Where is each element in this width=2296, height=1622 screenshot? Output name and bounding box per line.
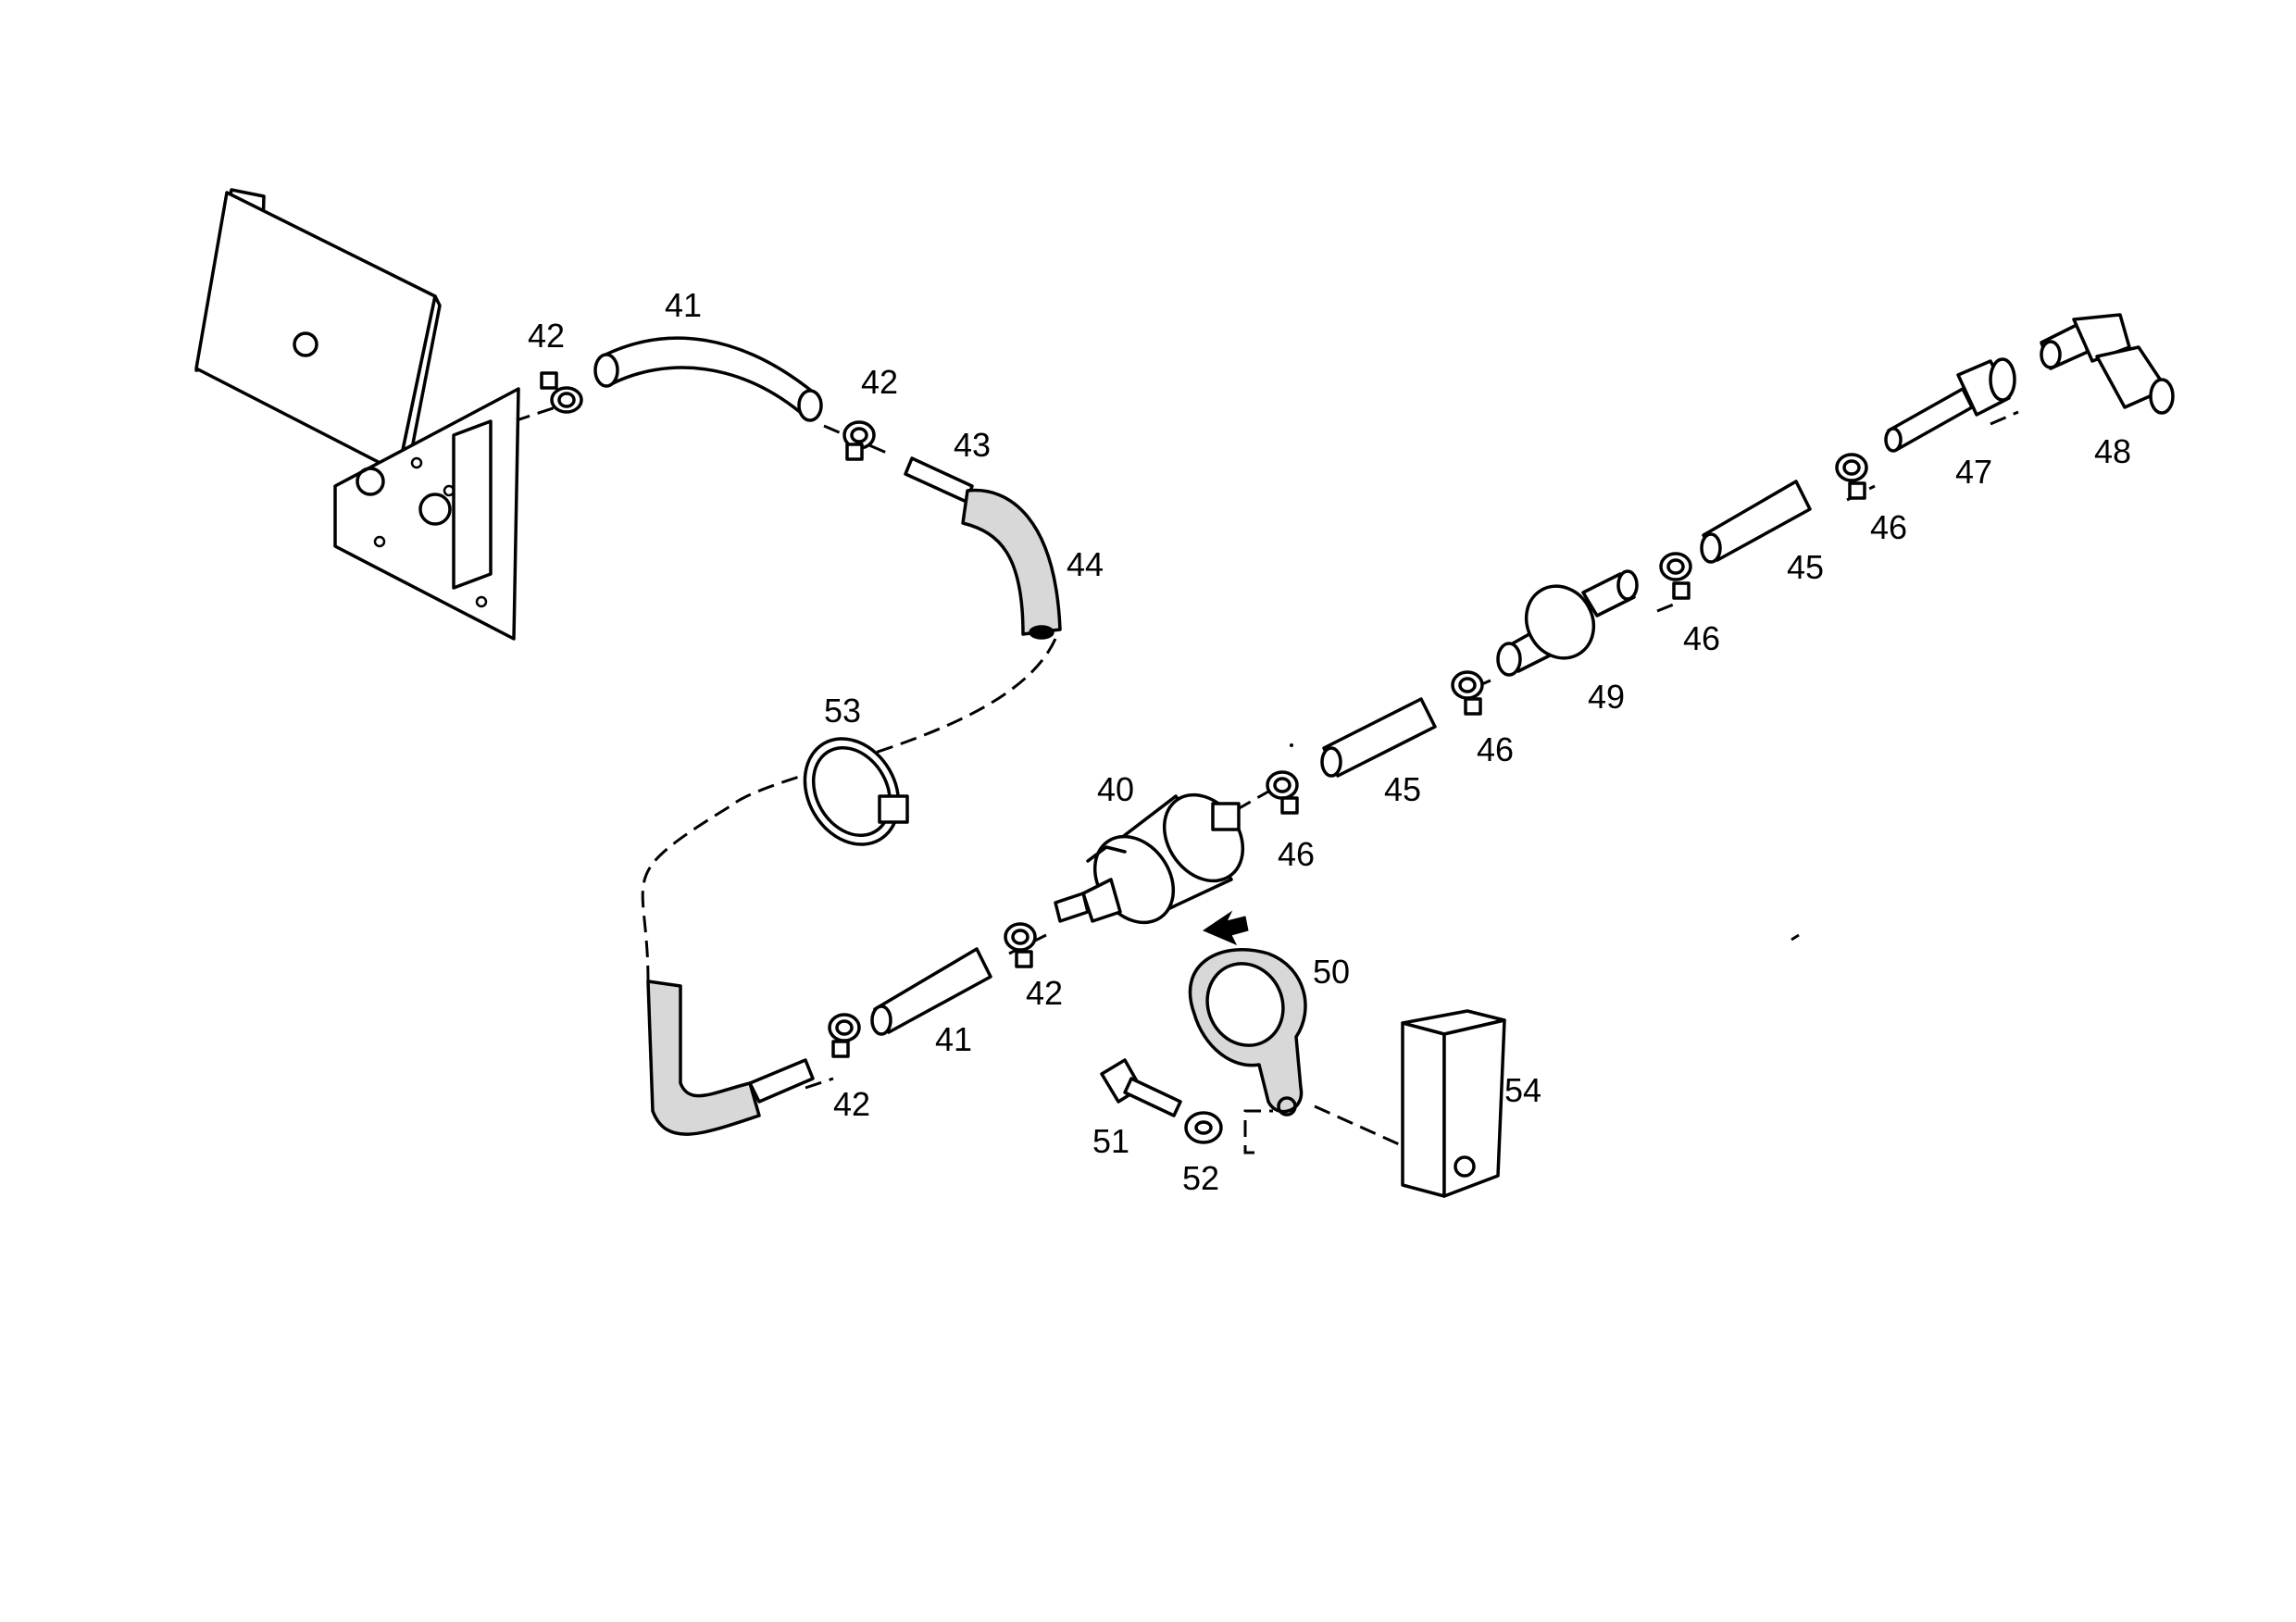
fuel-filter-40 [1054,792,1245,925]
callout-41-lower: 41 [935,1020,972,1058]
callout-42-lower-right: 42 [1026,974,1063,1012]
callout-labels: 40 41 41 42 42 42 42 43 44 45 45 46 46 4… [528,286,2131,1197]
hose-clamp-46-d [1835,453,1868,500]
callout-46-a: 46 [1278,835,1315,873]
direction-arrow-icon [1202,910,1249,945]
callout-43: 43 [954,426,991,464]
hose-45-upper [1700,480,1812,564]
hose-clamp-46-b [1451,670,1484,716]
hose-clamp-42-lower-left [828,1013,861,1058]
callout-46-b: 46 [1477,730,1514,768]
hose-clamp-42-top-right [842,420,876,461]
mounting-bracket [194,188,520,641]
washer-52 [1184,1111,1223,1144]
callout-42-lower-left: 42 [833,1085,870,1123]
check-valve-49 [1496,569,1639,677]
callout-46-d: 46 [1870,508,1907,546]
callout-45-lower: 45 [1384,770,1421,808]
callout-42-top-left: 42 [528,317,565,355]
pipe-43 [904,456,974,504]
callout-40: 40 [1097,770,1134,808]
hose-41-lower [870,947,992,1036]
hose-41-upper [593,336,823,422]
hose-clamp-42-top-left [540,371,583,414]
callout-41-upper: 41 [665,286,702,324]
hose-clamp-42-lower-right [1004,922,1037,968]
callout-54: 54 [1504,1071,1541,1109]
callout-48: 48 [2094,432,2131,470]
protective-sleeve-44 [961,488,1062,640]
fitting-47 [1884,357,2016,453]
callout-47: 47 [1955,453,1992,491]
callout-45-upper: 45 [1787,548,1824,586]
callout-50: 50 [1313,953,1350,991]
callout-51: 51 [1092,1122,1129,1160]
hose-clamp-46-a [1266,770,1299,815]
bolt-51 [1100,1058,1182,1117]
hose-45-lower [1320,697,1437,778]
callout-52: 52 [1182,1159,1219,1197]
callout-46-c: 46 [1683,619,1720,657]
mounting-clamp-50 [1188,948,1307,1117]
band-clamp-53 [803,737,909,846]
elbow-fitting-48 [2040,313,2175,415]
callout-42-top-right: 42 [861,363,898,401]
block-54 [1401,1009,1506,1198]
callout-53: 53 [824,692,861,730]
callout-49: 49 [1588,678,1625,716]
hose-clamp-46-c [1659,552,1692,600]
callout-44: 44 [1067,545,1104,583]
protective-sleeve-lower [646,979,815,1136]
